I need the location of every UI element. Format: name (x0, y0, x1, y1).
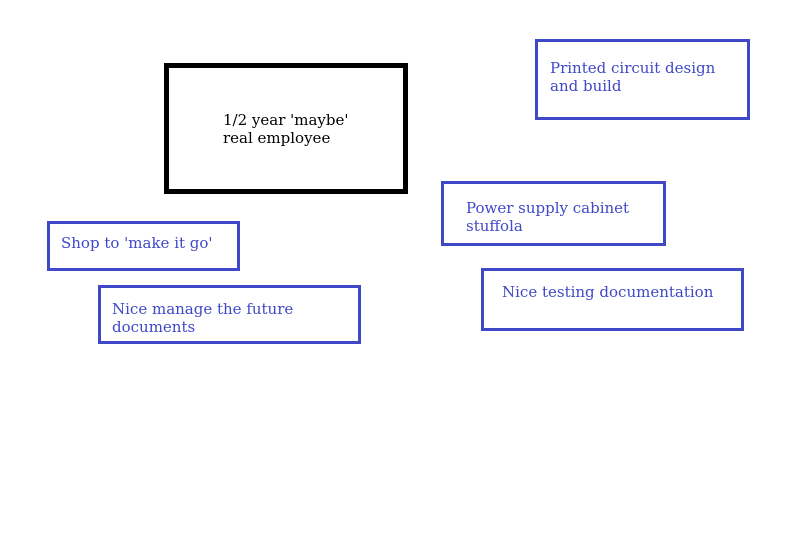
box-power-supply-text: Power supply cabinet stuffola (466, 199, 630, 235)
box-power-supply: Power supply cabinet stuffola (441, 181, 666, 246)
box-printed-circuit-text: Printed circuit design and build (550, 59, 716, 95)
box-printed-circuit: Printed circuit design and build (535, 39, 750, 120)
box-shop-text: Shop to 'make it go' (61, 234, 213, 252)
box-manage-future-text: Nice manage the future documents (112, 300, 294, 336)
box-testing-documentation-text: Nice testing documentation (502, 283, 714, 301)
box-manage-future: Nice manage the future documents (98, 285, 361, 344)
main-box-text: 1/2 year 'maybe' real employee (223, 111, 349, 147)
box-testing-documentation: Nice testing documentation (481, 268, 744, 331)
box-shop: Shop to 'make it go' (47, 221, 240, 271)
main-box-real-employee: 1/2 year 'maybe' real employee (164, 63, 408, 194)
